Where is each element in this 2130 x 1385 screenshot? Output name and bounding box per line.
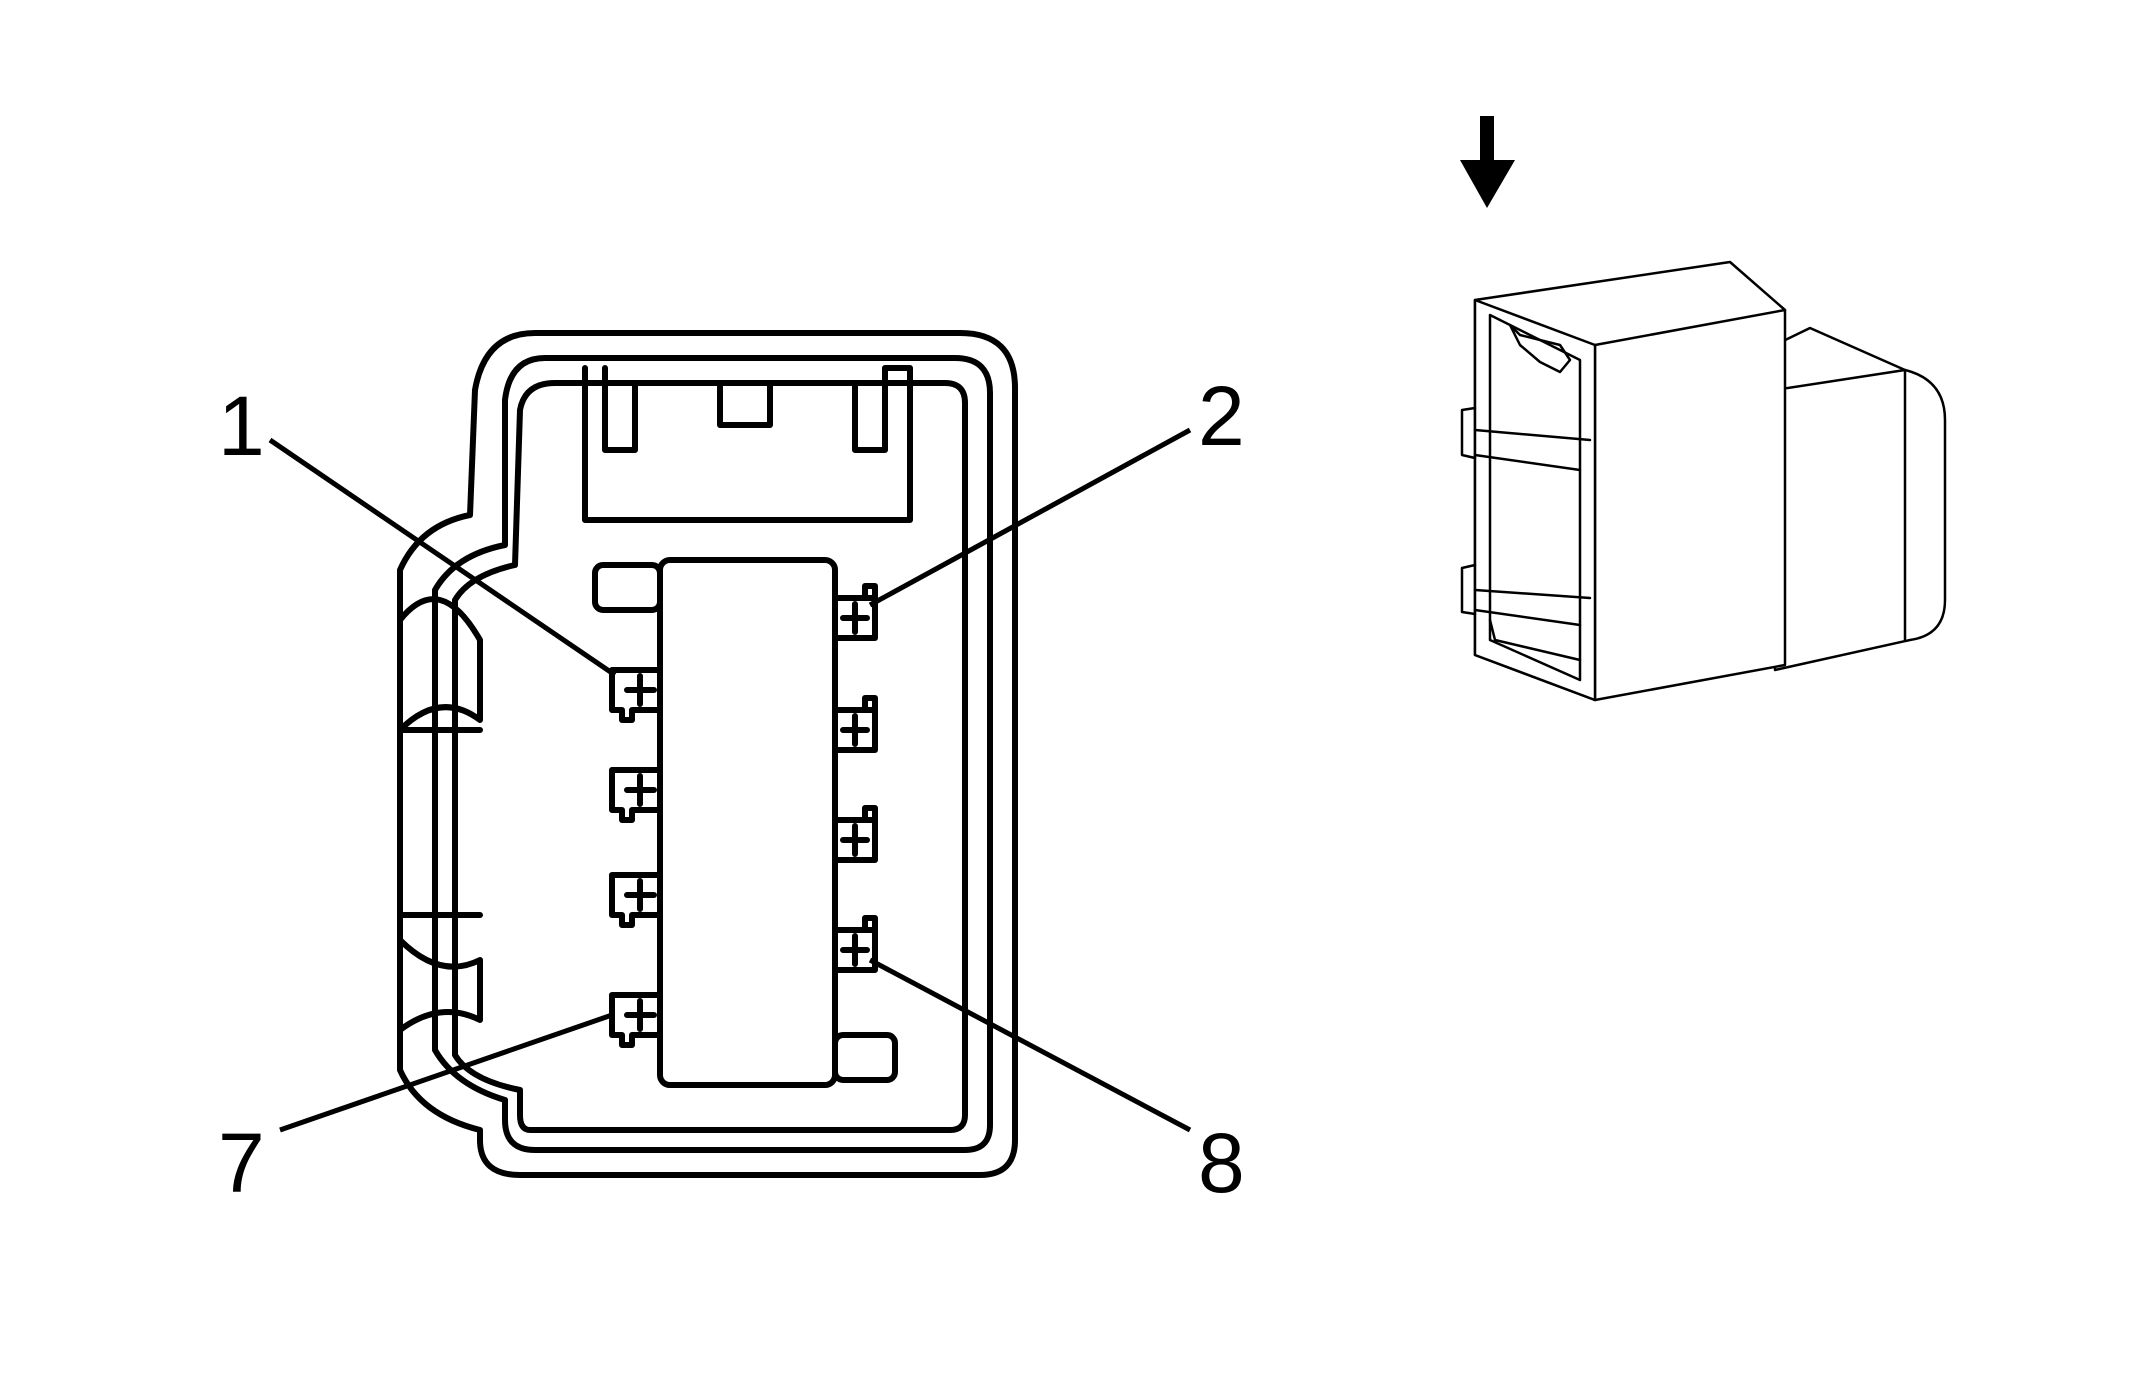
leader-pin-1 [268, 437, 617, 678]
terminal-pin-6 [832, 805, 878, 863]
connector-housing-middle [432, 355, 993, 1153]
rear-body-edge [1773, 368, 1907, 642]
front-bottom-detail [1488, 618, 1582, 662]
rear-body [1773, 326, 1947, 672]
side-lock-upper [397, 596, 483, 733]
pin-label-1: 1 [218, 379, 265, 473]
connector-housing-inner [452, 380, 968, 1133]
terminal-pin-1 [609, 667, 663, 723]
leader-pin-2 [868, 427, 1192, 608]
pin-island [657, 557, 838, 1088]
front-rib-lower [1460, 563, 1592, 627]
leader-pin-7 [279, 1012, 613, 1133]
top-latch-notch [717, 380, 773, 428]
front-frame-inner [1488, 313, 1582, 682]
leader-pin-8 [868, 957, 1192, 1133]
connector-housing-outer [397, 330, 1018, 1178]
down-arrow-icon [1460, 116, 1515, 208]
terminal-pin-8 [832, 915, 878, 973]
front-inner-top-latch [1508, 323, 1572, 374]
terminal-pin-4 [832, 695, 878, 753]
terminal-pin-5 [609, 872, 663, 928]
pin-label-8: 8 [1198, 1116, 1245, 1210]
terminal-pin-7 [609, 992, 663, 1048]
pin-label-2: 2 [1198, 369, 1245, 463]
island-key-top [592, 562, 663, 613]
side-lock-lower [397, 937, 483, 1033]
connector-front-view: 1 2 7 8 [218, 330, 1245, 1210]
island-key-bottom [832, 1032, 898, 1083]
connector-perspective-view [1460, 116, 1947, 702]
terminal-pin-3 [609, 767, 663, 823]
top-latch [582, 365, 913, 523]
front-frame [1473, 298, 1597, 702]
terminal-pin-2 [832, 583, 878, 641]
pin-label-7: 7 [218, 1116, 265, 1210]
front-rib-upper [1460, 406, 1592, 472]
